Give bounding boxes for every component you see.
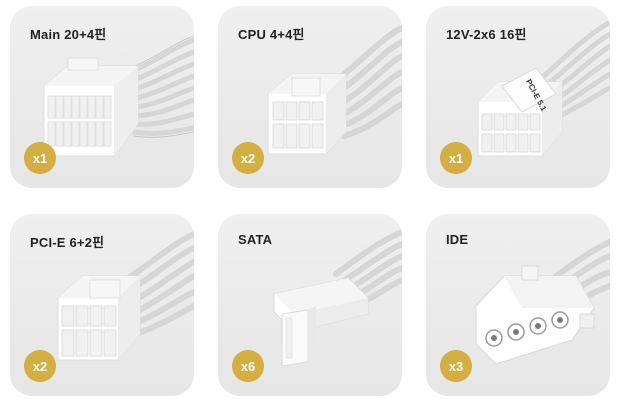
connector-label: CPU 4+4핀	[238, 27, 305, 42]
connector-label: Main 20+4핀	[30, 27, 107, 42]
connector-card-cpu-8pin: CPU 4+4핀 x2	[218, 6, 402, 188]
pcie-8pin-connector-icon	[57, 231, 194, 361]
quantity-badge: x2	[24, 350, 56, 382]
molex-ide-connector-icon	[475, 239, 610, 365]
sata-connector-icon	[273, 229, 402, 367]
quantity-badge: x1	[440, 142, 472, 174]
connector-card-pcie-8pin: PCI-E 6+2핀 x2	[10, 214, 194, 396]
quantity-badge: x3	[440, 350, 472, 382]
connector-label: SATA	[238, 232, 273, 247]
quantity-badge: x2	[232, 142, 264, 174]
quantity-badge: x6	[232, 350, 264, 382]
cpu-8pin-connector-icon	[267, 25, 402, 155]
connector-card-sata: SATA x6	[218, 214, 402, 396]
connector-label: PCI-E 6+2핀	[30, 235, 105, 250]
12v-2x6-connector-icon: PCI-E 5.1	[477, 19, 610, 157]
connector-label: IDE	[446, 232, 469, 247]
connector-card-ide: IDE x3	[426, 214, 610, 396]
connector-card-12v-2x6: PCI-E 5.1 12V-2x6 16핀 x1	[426, 6, 610, 188]
connector-card-main-24pin: Main 20+4핀 x1	[10, 6, 194, 188]
connector-label: 12V-2x6 16핀	[446, 27, 527, 42]
quantity-badge: x1	[24, 142, 56, 174]
